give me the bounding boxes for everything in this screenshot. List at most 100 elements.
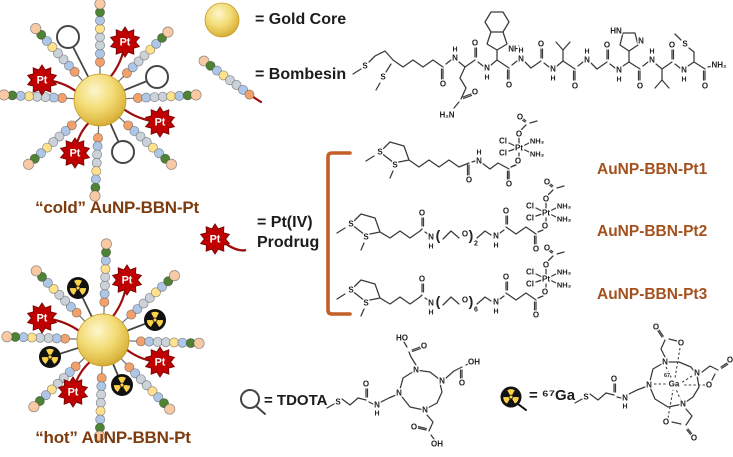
cold-particle-label: “cold” AuNP-BBN-Pt bbox=[35, 198, 199, 217]
svg-text:H: H bbox=[584, 49, 589, 56]
svg-text:(: ( bbox=[436, 293, 441, 309]
svg-text:Pt: Pt bbox=[542, 275, 550, 284]
conjugate-label-pt3: AuNP-BBN-Pt3 bbox=[597, 286, 708, 303]
svg-text:NH₃: NH₃ bbox=[557, 268, 572, 277]
svg-text:H: H bbox=[622, 404, 627, 411]
svg-text:H: H bbox=[681, 77, 686, 84]
svg-text:2: 2 bbox=[474, 241, 478, 248]
svg-text:H: H bbox=[550, 76, 555, 83]
legend-bombesin-icon bbox=[198, 55, 263, 104]
svg-text:N: N bbox=[422, 406, 428, 415]
svg-text:N: N bbox=[622, 394, 628, 403]
svg-text:N: N bbox=[493, 232, 499, 241]
svg-text:O: O bbox=[542, 288, 548, 297]
svg-text:H: H bbox=[428, 310, 433, 317]
svg-text:O: O bbox=[419, 275, 425, 284]
svg-text:H: H bbox=[428, 244, 433, 251]
legend-gold-core-icon bbox=[204, 2, 240, 38]
svg-text:Pt: Pt bbox=[68, 387, 79, 399]
legend-tdota-label: = TDOTA bbox=[264, 392, 328, 409]
svg-text:N: N bbox=[680, 400, 686, 409]
legend-pt-prodrug-icon: Pt bbox=[199, 223, 247, 255]
svg-text:O: O bbox=[727, 356, 733, 365]
svg-text:NH₃: NH₃ bbox=[530, 137, 545, 146]
svg-text:Pt: Pt bbox=[70, 148, 81, 160]
svg-text:O: O bbox=[515, 157, 521, 166]
svg-text:Cl: Cl bbox=[526, 214, 534, 223]
svg-text:Pt: Pt bbox=[155, 117, 166, 129]
svg-text:O: O bbox=[572, 82, 578, 91]
svg-text:N: N bbox=[518, 55, 524, 64]
svg-text:O: O bbox=[653, 323, 659, 332]
svg-text:N: N bbox=[694, 369, 700, 378]
svg-text:Pt: Pt bbox=[122, 275, 133, 287]
conjugate-label-pt1: AuNP-BBN-Pt1 bbox=[597, 161, 708, 178]
svg-text:H: H bbox=[616, 77, 621, 84]
svg-text:(: ( bbox=[436, 227, 441, 243]
svg-text:N: N bbox=[662, 358, 668, 367]
svg-text:H: H bbox=[374, 411, 379, 418]
svg-text:S: S bbox=[392, 161, 398, 170]
svg-text:OH: OH bbox=[468, 358, 480, 367]
svg-text:N: N bbox=[476, 157, 482, 166]
svg-text:O: O bbox=[503, 207, 509, 216]
svg-text:O: O bbox=[637, 82, 643, 91]
svg-text:S: S bbox=[380, 73, 386, 82]
svg-text:O: O bbox=[363, 380, 369, 389]
svg-text:N: N bbox=[681, 66, 687, 75]
legend-tdota-icon bbox=[240, 389, 266, 415]
svg-text:N: N bbox=[439, 377, 445, 386]
legend-bombesin-label: = Bombesin bbox=[255, 66, 347, 83]
svg-text:6: 6 bbox=[474, 307, 478, 314]
svg-text:N: N bbox=[413, 366, 419, 375]
svg-text:NH: NH bbox=[508, 45, 520, 54]
svg-text:N: N bbox=[396, 389, 402, 398]
svg-text:S: S bbox=[682, 40, 688, 49]
legend-ga67-label: = ⁶⁷Ga bbox=[529, 387, 576, 404]
svg-text:): ) bbox=[469, 227, 474, 243]
svg-text:O: O bbox=[544, 244, 550, 253]
svg-text:O: O bbox=[678, 339, 684, 348]
svg-text:O: O bbox=[506, 81, 512, 90]
svg-text:N: N bbox=[616, 66, 622, 75]
legend-gold-core-label: = Gold Core bbox=[255, 11, 347, 28]
svg-text:Pt: Pt bbox=[210, 234, 221, 246]
svg-text:H: H bbox=[484, 75, 489, 82]
svg-text:O: O bbox=[440, 80, 446, 89]
svg-text:): ) bbox=[469, 293, 474, 309]
svg-text:O: O bbox=[472, 88, 478, 97]
svg-text:Cl: Cl bbox=[526, 280, 534, 289]
svg-text:OH: OH bbox=[431, 440, 443, 449]
svg-text:O: O bbox=[543, 195, 549, 204]
svg-text:O: O bbox=[411, 423, 417, 432]
svg-text:O: O bbox=[462, 296, 468, 305]
svg-text:N: N bbox=[550, 65, 556, 74]
svg-text:O: O bbox=[706, 381, 712, 390]
svg-text:Pt: Pt bbox=[37, 75, 48, 87]
svg-text:NH₃: NH₃ bbox=[530, 150, 545, 159]
svg-text:O: O bbox=[538, 40, 544, 49]
svg-text:N: N bbox=[484, 64, 490, 73]
svg-text:N: N bbox=[374, 401, 380, 410]
svg-text:Pt: Pt bbox=[155, 357, 166, 369]
svg-text:O: O bbox=[611, 375, 617, 384]
svg-text:H: H bbox=[493, 309, 498, 316]
svg-text:O: O bbox=[466, 176, 472, 185]
svg-text:O: O bbox=[506, 180, 512, 189]
svg-text:H: H bbox=[649, 49, 654, 56]
svg-text:H: H bbox=[518, 48, 523, 55]
svg-text:O: O bbox=[663, 418, 669, 427]
svg-text:S: S bbox=[348, 220, 354, 229]
legend-pt-prodrug-label-line2: Prodrug bbox=[257, 234, 320, 251]
svg-text:H₂N: H₂N bbox=[439, 111, 454, 120]
svg-text:NH₃: NH₃ bbox=[557, 215, 572, 224]
svg-text:N: N bbox=[584, 56, 590, 65]
svg-text:O: O bbox=[543, 261, 549, 270]
svg-text:O: O bbox=[421, 342, 427, 351]
svg-text:S: S bbox=[583, 393, 589, 402]
svg-text:Cl: Cl bbox=[499, 149, 507, 158]
